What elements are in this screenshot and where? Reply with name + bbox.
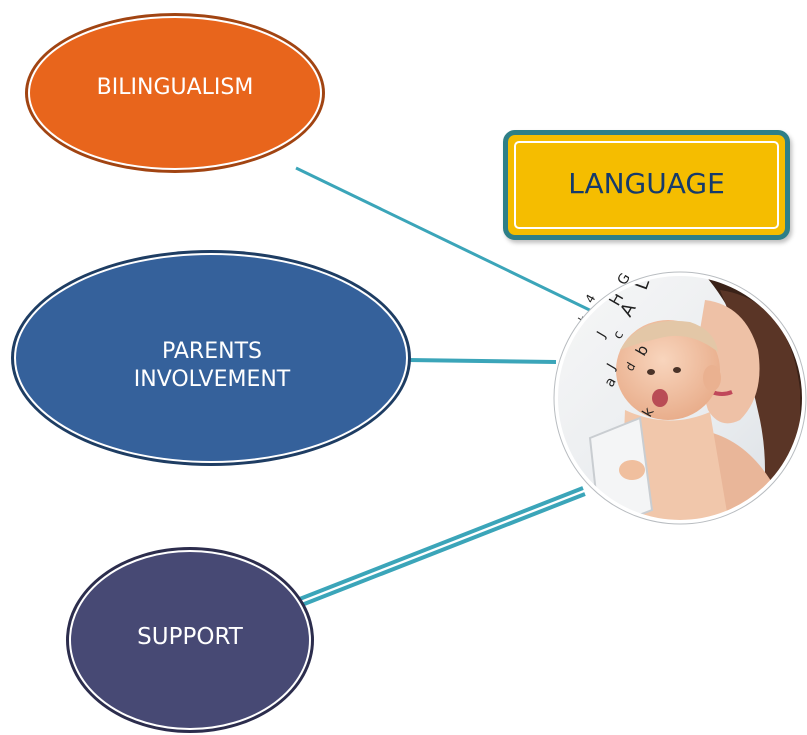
language-box: LANGUAGE — [503, 130, 790, 240]
parents-involvement-label: PARENTS INVOLVEMENT — [133, 339, 291, 392]
language-label: LANGUAGE — [568, 167, 725, 200]
mother-and-baby-reading-icon: L G H A J c b J a d k 4 + — [553, 271, 807, 525]
connector-parents-involvement — [407, 358, 557, 364]
bilingualism-label: BILINGUALISM — [96, 75, 254, 100]
node-bilingualism — [25, 13, 325, 173]
svg-text:J: J — [604, 361, 619, 373]
connector-bilingualism — [295, 166, 603, 318]
connector-support — [291, 486, 586, 610]
connectors — [291, 166, 603, 610]
node-parents-involvement — [11, 250, 411, 466]
support-label: SUPPORT — [137, 624, 243, 650]
svg-text:J: J — [594, 329, 609, 341]
node-support — [66, 547, 314, 733]
language-box-inner-border — [514, 141, 779, 229]
